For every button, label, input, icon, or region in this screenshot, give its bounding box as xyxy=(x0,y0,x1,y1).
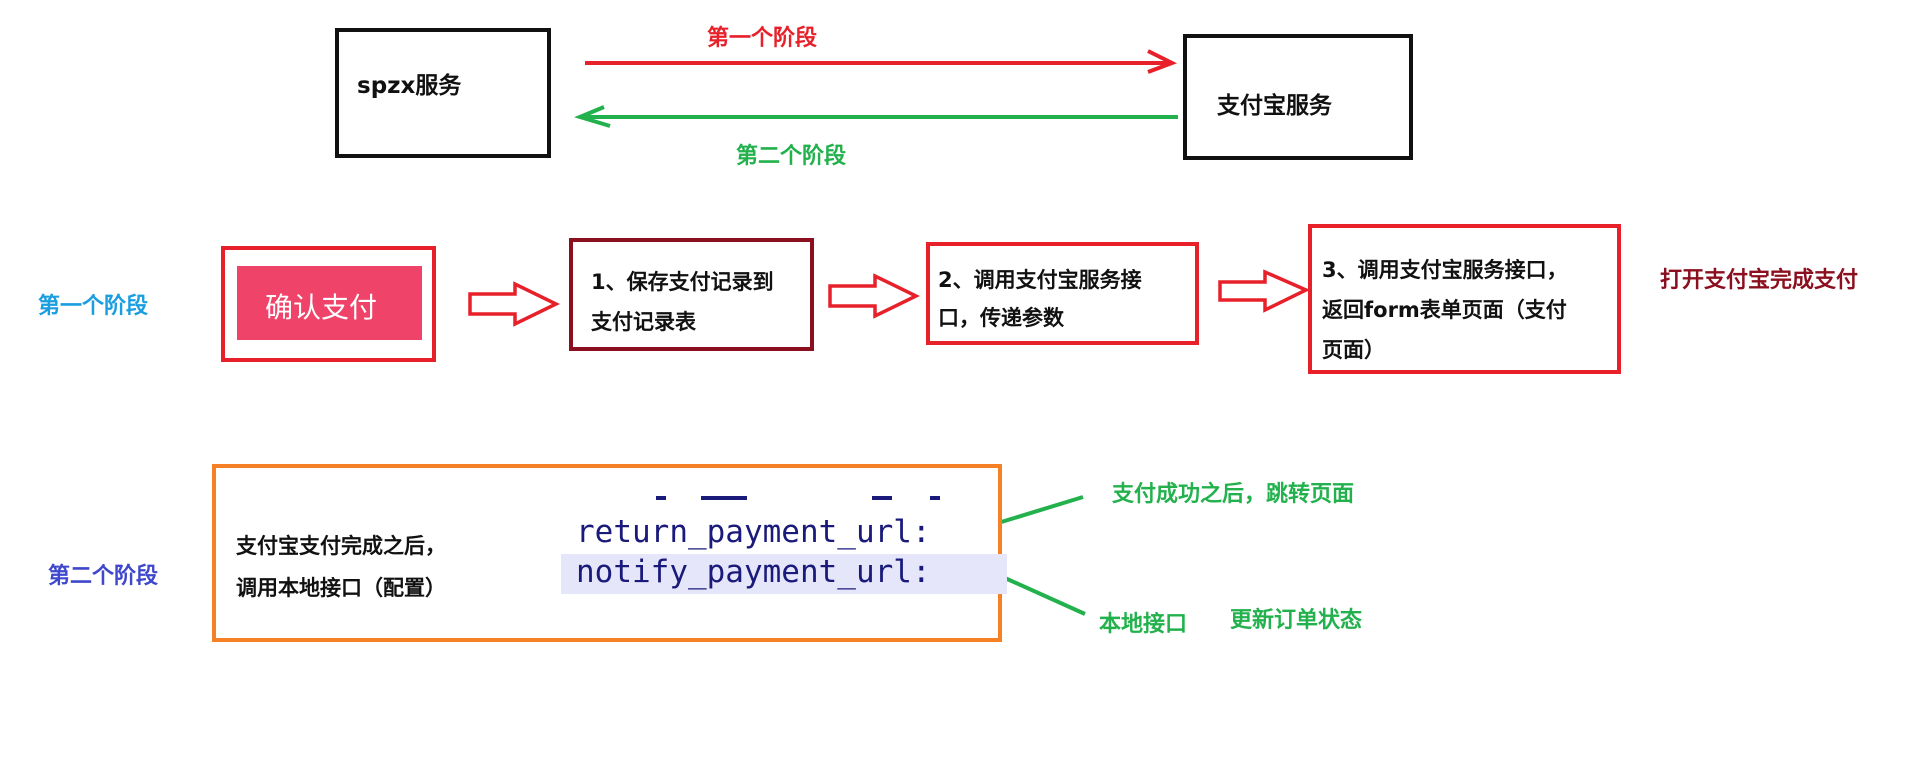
confirm-pay-frame: 确认支付 xyxy=(221,246,436,362)
step2-line1: 2、调用支付宝服务接 xyxy=(938,268,1142,292)
spzx-service-label: spzx服务 xyxy=(357,73,462,99)
stage2-config-box: 支付宝支付完成之后， 调用本地接口（配置） return_payment_url… xyxy=(212,464,1007,642)
code-overflow-fragments xyxy=(646,496,986,502)
arrow-stage1-label: 第一个阶段 xyxy=(707,26,818,51)
notify-payment-url-key: notify_payment_url: xyxy=(576,554,931,590)
stage2-desc-line1: 支付宝支付完成之后， xyxy=(236,534,446,558)
step3-box: 3、调用支付宝服务接口， 返回form表单页面（支付 页面） xyxy=(1308,224,1621,374)
stage2-desc-line2: 调用本地接口（配置） xyxy=(236,576,446,600)
step1-line1: 1、保存支付记录到 xyxy=(591,270,774,294)
notify-url-action: 更新订单状态 xyxy=(1230,608,1363,633)
step1-box: 1、保存支付记录到 支付记录表 xyxy=(569,238,814,351)
block-arrow-2 xyxy=(828,273,920,319)
confirm-pay-button[interactable]: 确认支付 xyxy=(237,266,422,340)
alipay-service-box: 支付宝服务 xyxy=(1183,34,1413,160)
arrow-stage1-red xyxy=(585,49,1177,74)
stage1-label: 第一个阶段 xyxy=(38,294,149,319)
block-arrow-1 xyxy=(468,281,560,327)
notify-payment-url-highlight: notify_payment_url: xyxy=(561,554,1007,594)
arrow-stage2-label: 第二个阶段 xyxy=(736,144,847,169)
block-arrow-3 xyxy=(1218,269,1311,313)
confirm-pay-button-label: 确认支付 xyxy=(265,291,378,324)
step1-line2: 支付记录表 xyxy=(591,310,696,334)
step2-box: 2、调用支付宝服务接 口，传递参数 xyxy=(926,242,1199,345)
stage2-label: 第二个阶段 xyxy=(48,564,159,589)
notify-url-note: 本地接口 xyxy=(1099,612,1188,637)
notify-url-connector xyxy=(1004,576,1086,616)
step3-line1: 3、调用支付宝服务接口， xyxy=(1322,258,1568,282)
return-url-note: 支付成功之后，跳转页面 xyxy=(1112,482,1355,507)
return-url-connector xyxy=(997,495,1084,525)
arrow-stage2-green xyxy=(574,105,1178,128)
step2-line2: 口，传递参数 xyxy=(938,306,1064,330)
step3-line3: 页面） xyxy=(1322,338,1385,362)
step3-line2: 返回form表单页面（支付 xyxy=(1322,298,1567,322)
stage1-outcome: 打开支付宝完成支付 xyxy=(1660,268,1859,293)
alipay-service-label: 支付宝服务 xyxy=(1217,93,1332,119)
return-payment-url-key: return_payment_url: xyxy=(576,514,931,550)
spzx-service-box: spzx服务 xyxy=(335,28,551,158)
